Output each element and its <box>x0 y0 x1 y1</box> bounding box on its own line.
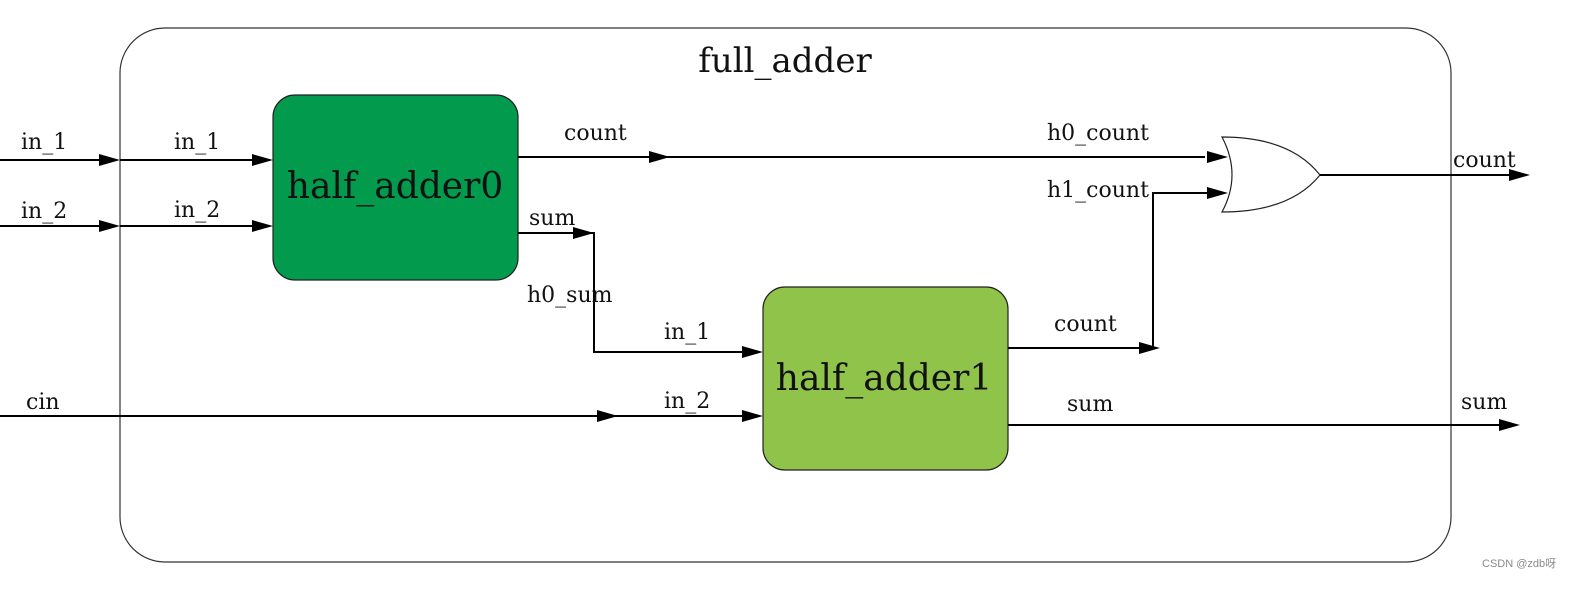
wire-h1-count <box>1152 192 1210 348</box>
label-out-count: count <box>1453 148 1516 173</box>
arrow-or-in2 <box>1207 187 1228 199</box>
module-title: full_adder <box>698 41 872 81</box>
arrow-ha0-sum <box>573 227 594 239</box>
wire-h0-sum <box>518 232 745 353</box>
half-adder1-block <box>762 286 1009 471</box>
half-adder0-label: half_adder0 <box>287 166 503 207</box>
label-ha0-in2: in_2 <box>174 198 220 223</box>
label-ha1-in1: in_1 <box>664 320 710 345</box>
or-gate <box>1220 136 1321 213</box>
arrow-in2-outer <box>99 220 120 232</box>
half-adder1-label: half_adder1 <box>776 358 992 399</box>
label-ha0-count: count <box>564 121 627 146</box>
label-ha0-sum: sum <box>529 206 575 231</box>
arrow-ha1-in2 <box>742 410 763 422</box>
label-ha0-in1: in_1 <box>174 130 220 155</box>
arrow-in1-outer <box>99 154 120 166</box>
half-adder0-block <box>272 94 519 281</box>
label-cin: cin <box>26 390 60 415</box>
arrow-ha0-count <box>649 151 670 163</box>
label-ha1-count: count <box>1054 312 1117 337</box>
arrow-out-count <box>1509 169 1530 181</box>
label-h1-count: h1_count <box>1047 178 1149 203</box>
arrow-or-in1 <box>1207 151 1228 163</box>
arrow-ha0-in1 <box>252 154 273 166</box>
arrow-ha1-in1 <box>742 346 763 358</box>
arrow-out-sum <box>1499 419 1520 431</box>
arrow-ha0-in2 <box>252 220 273 232</box>
label-out-sum: sum <box>1461 390 1507 415</box>
label-ha1-sum: sum <box>1067 392 1113 417</box>
arrow-cin <box>597 410 618 422</box>
label-in1-outer: in_1 <box>21 130 67 155</box>
watermark: CSDN @zdb呀 <box>1482 557 1556 570</box>
label-h0-sum: h0_sum <box>527 283 613 308</box>
arrow-ha1-count <box>1139 342 1160 354</box>
label-in2-outer: in_2 <box>21 199 67 224</box>
label-ha1-in2: in_2 <box>664 389 710 414</box>
label-h0-count: h0_count <box>1047 121 1149 146</box>
